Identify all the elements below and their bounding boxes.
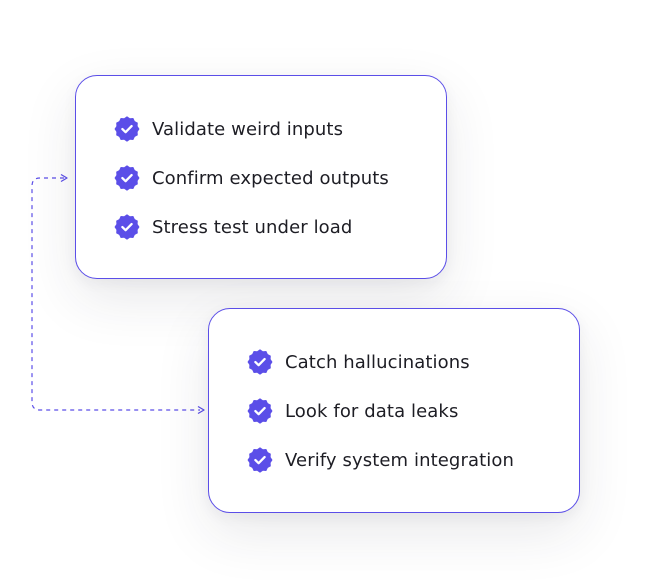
check-badge-icon bbox=[114, 116, 140, 142]
checklist-card-1: Validate weird inputs Confirm expected o… bbox=[75, 75, 447, 279]
checklist-item-label: Stress test under load bbox=[152, 216, 353, 238]
checklist-item: Stress test under load bbox=[114, 214, 389, 240]
checklist: Validate weird inputs Confirm expected o… bbox=[114, 116, 389, 240]
arrow-right-icon bbox=[197, 405, 205, 415]
checklist-item-label: Validate weird inputs bbox=[152, 118, 344, 140]
check-badge-icon bbox=[114, 214, 140, 240]
checklist-card-2: Catch hallucinations Look for data leaks… bbox=[208, 308, 580, 513]
check-badge-icon bbox=[247, 349, 273, 375]
checklist-item: Catch hallucinations bbox=[247, 349, 514, 375]
checklist: Catch hallucinations Look for data leaks… bbox=[247, 349, 514, 473]
checklist-item: Verify system integration bbox=[247, 447, 514, 473]
checklist-item-label: Verify system integration bbox=[285, 449, 514, 471]
checklist-item-label: Catch hallucinations bbox=[285, 351, 470, 373]
checklist-item-label: Look for data leaks bbox=[285, 400, 459, 422]
check-badge-icon bbox=[114, 165, 140, 191]
checklist-item: Look for data leaks bbox=[247, 398, 514, 424]
check-badge-icon bbox=[247, 398, 273, 424]
arrow-right-icon bbox=[60, 173, 68, 183]
checklist-item-label: Confirm expected outputs bbox=[152, 167, 389, 189]
check-badge-icon bbox=[247, 447, 273, 473]
checklist-item: Validate weird inputs bbox=[114, 116, 389, 142]
checklist-item: Confirm expected outputs bbox=[114, 165, 389, 191]
